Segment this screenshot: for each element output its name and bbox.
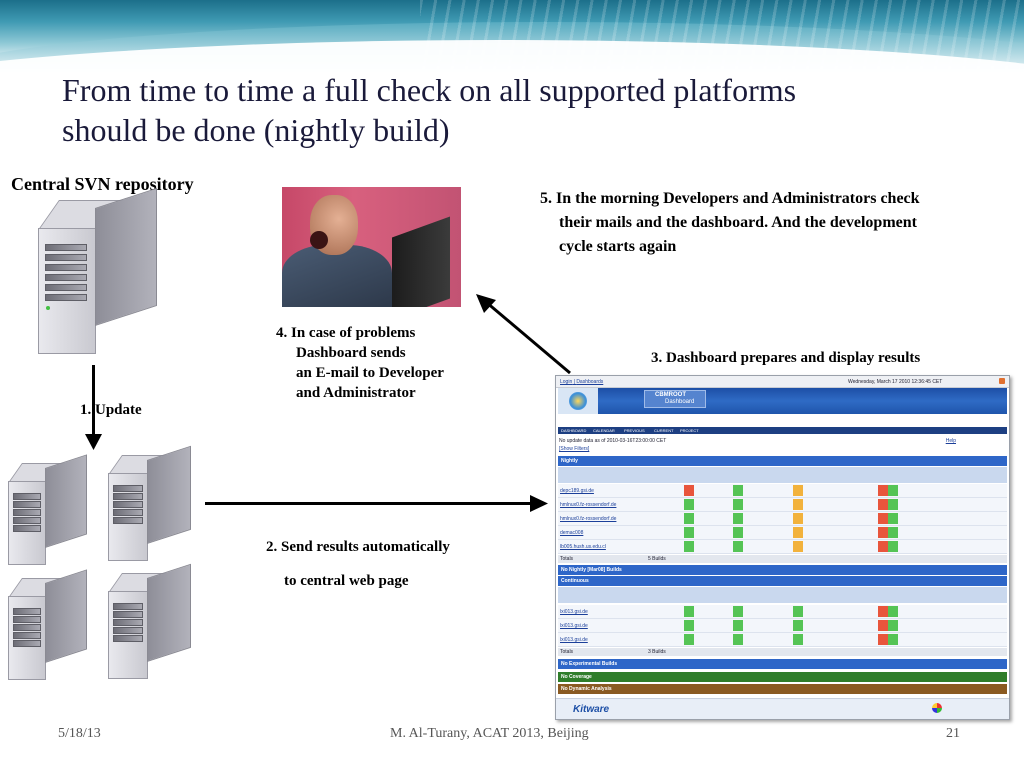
title-line-2: should be done (nightly build): [62, 112, 450, 148]
table-row: hmlnux0.fz-rossendorf.de: [558, 512, 1007, 526]
section-no-experimental: No Experimental Builds: [558, 659, 1007, 669]
table-row: lxi013.gsi.de: [558, 633, 1007, 647]
nightly-totals-row: Totals 5 Builds: [558, 555, 1007, 563]
continuous-totals-row: Totals 3 Builds: [558, 648, 1007, 656]
site-link[interactable]: lxi013.gsi.de: [560, 609, 588, 615]
nav-calendar[interactable]: CALENDAR: [593, 428, 615, 433]
continuous-header-row: [558, 587, 1007, 603]
site-link[interactable]: lxi013.gsi.de: [560, 623, 588, 629]
no-update-text: No update data as of 2010-03-16T23:00:00…: [559, 438, 667, 444]
site-link[interactable]: lb005.hush.us.edu.cl: [560, 544, 606, 550]
dashboard-footer: Kitware: [556, 698, 1009, 719]
footer-author: M. Al-Turany, ACAT 2013, Beijing: [390, 726, 589, 741]
cdash-badge-icon: [932, 703, 942, 713]
step-4-line-1: 4. In case of problems: [276, 325, 416, 341]
section-no-dynamic: No Dynamic Analysis: [558, 684, 1007, 694]
step-5-label: 5. In the morning Developers and Adminis…: [540, 187, 920, 259]
close-icon[interactable]: [999, 378, 1005, 384]
notify-arrow-icon: [476, 294, 571, 375]
repository-label: Central SVN repository: [11, 174, 194, 194]
worker-server-icon: [108, 563, 192, 679]
update-arrow: [92, 365, 95, 440]
worker-server-icon: [8, 454, 88, 565]
section-no-coverage: No Coverage: [558, 672, 1007, 682]
step-1-label: 1. Update: [80, 402, 142, 418]
update-arrowhead-icon: [85, 434, 102, 450]
footer-date: 5/18/13: [58, 726, 101, 741]
step-4-line-3: an E-mail to Developer: [296, 365, 444, 381]
step-3-label: 3. Dashboard prepares and display result…: [651, 350, 921, 366]
help-link[interactable]: Help: [945, 438, 956, 444]
dashboard-brand: CBMROOT Dashboard: [644, 390, 706, 408]
kitware-logo: Kitware: [573, 704, 610, 715]
header-banner: [0, 0, 1024, 72]
section-continuous: Continuous: [558, 576, 1007, 586]
site-link[interactable]: hmlnux0.fz-rossendorf.de: [560, 516, 617, 522]
title-line-1: From time to time a full check on all su…: [62, 72, 797, 108]
site-link[interactable]: demac008: [560, 530, 584, 536]
dashboard-banner: [558, 388, 1007, 414]
step-4-line-2: Dashboard sends: [296, 345, 406, 361]
table-row: hmlnux0.fz-rossendorf.de: [558, 498, 1007, 512]
site-link[interactable]: lxi013.gsi.de: [560, 637, 588, 643]
central-server-icon: [38, 187, 158, 354]
nav-dashboard[interactable]: DASHBOARD: [561, 428, 587, 433]
send-results-arrowhead-icon: [530, 495, 548, 512]
table-row: lxi013.gsi.de: [558, 605, 1007, 619]
nightly-header-row: [558, 467, 1007, 483]
step-5-line-3: cycle starts again: [559, 238, 677, 255]
cdash-logo-icon: [558, 388, 598, 414]
show-filters-link[interactable]: [Show Filters]: [559, 446, 590, 452]
slide-title: From time to time a full check on all su…: [62, 70, 982, 150]
step-5-line-1: 5. In the morning Developers and Adminis…: [540, 190, 920, 207]
table-row: demac008: [558, 526, 1007, 540]
step-2-label-line-2: to central web page: [284, 573, 409, 589]
site-link[interactable]: depc189.gsi.de: [560, 488, 594, 494]
nav-previous[interactable]: PREVIOUS: [624, 428, 645, 433]
nav-project[interactable]: PROJECT: [680, 428, 699, 433]
nav-current[interactable]: CURRENT: [654, 428, 674, 433]
dashboard-date: Wednesday, March 17 2010 12:36:45 CET: [848, 379, 943, 385]
table-row: lxi013.gsi.de: [558, 619, 1007, 633]
table-row: depc189.gsi.de: [558, 484, 1007, 498]
section-nightly: Nightly: [558, 456, 1007, 466]
send-results-arrow: [205, 502, 535, 505]
site-link[interactable]: hmlnux0.fz-rossendorf.de: [560, 502, 617, 508]
dashboard-nav: DASHBOARD CALENDAR PREVIOUS CURRENT PROJ…: [558, 427, 1007, 434]
section-no-nightly: No Nightly [Mar08] Builds: [558, 565, 1007, 575]
footer-page-number: 21: [946, 726, 960, 741]
frustrated-developer-photo: [282, 187, 461, 307]
login-link[interactable]: Login | Dashboards: [560, 379, 604, 385]
step-4-line-4: and Administrator: [296, 385, 416, 401]
worker-server-icon: [8, 569, 88, 680]
dashboard-top-row: Login | Dashboards Wednesday, March 17 2…: [556, 376, 1009, 388]
step-4-label: 4. In case of problems Dashboard sends a…: [276, 323, 444, 403]
step-2-label-line-1: 2. Send results automatically: [266, 539, 450, 555]
step-5-line-2: their mails and the dashboard. And the d…: [559, 214, 917, 231]
cdash-dashboard-screenshot: Login | Dashboards Wednesday, March 17 2…: [555, 375, 1010, 720]
worker-server-icon: [108, 445, 192, 561]
table-row: lb005.hush.us.edu.cl: [558, 540, 1007, 554]
